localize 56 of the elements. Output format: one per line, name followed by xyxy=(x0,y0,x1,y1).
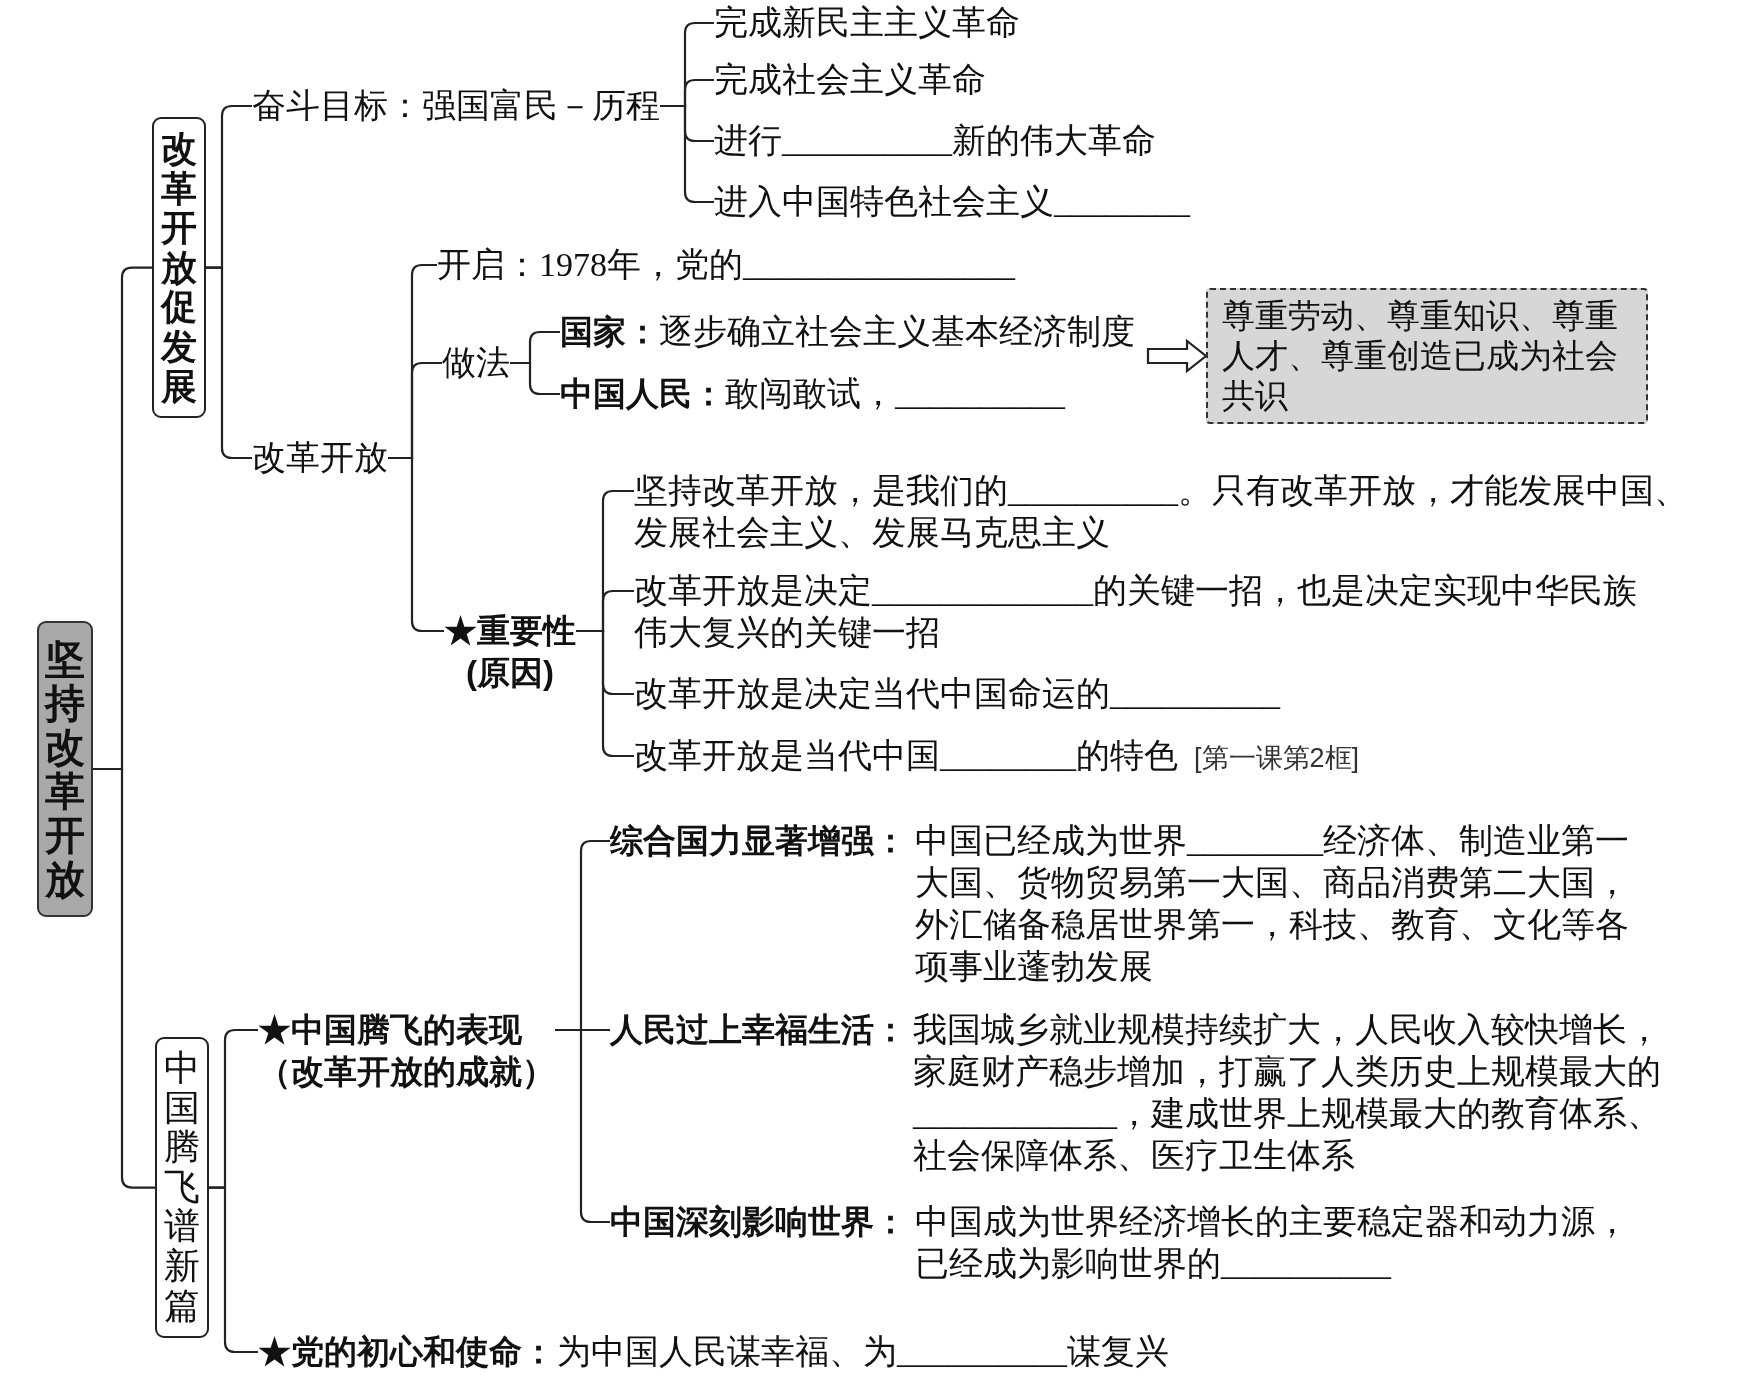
heading-text: ★党的初心和使命： xyxy=(258,1332,555,1372)
source-note: [第一课第2框] xyxy=(1194,742,1360,775)
branch-text: 改革开放是决定当代中国命运的__________ xyxy=(634,673,1280,715)
heading-text: 国家： xyxy=(560,312,659,352)
branch-text: 改革开放是当代中国________的特色 xyxy=(634,736,1178,776)
subheading-text: (原因) xyxy=(465,653,555,693)
branch-text: 改革开放是决定_____________的关键一招，也是决定实现中华民族伟大复兴的关键一招 xyxy=(634,570,1654,654)
fill-in-line: ____________ xyxy=(913,1095,1117,1132)
body-text: 我国城乡就业规模持续扩大，人民收入较快增长，家庭财产稳步增加，打赢了人类历史上规模最大的____________，建成世界上规模最大的教育体系、社会保障体系、医疗卫生体系 xyxy=(913,1010,1662,1176)
subtopic-box xyxy=(155,1037,209,1339)
fill-in-line: ________ xyxy=(1187,822,1323,859)
hollow-arrow xyxy=(1146,338,1208,374)
branch-text: 坚持改革开放，是我们的__________。只有改革开放，才能发展中国、发展社会主义、发展马克思主义 xyxy=(634,470,1709,554)
branch-text: 进行__________新的伟大革命 xyxy=(714,120,1156,162)
branch-text: 奋斗目标：强国富民－历程 xyxy=(252,85,660,127)
fill-in-line: __________ xyxy=(895,375,1065,412)
topic-box xyxy=(37,621,93,917)
note-text: 尊重劳动、尊重知识、尊重人才、尊重创造已成为社会共识 xyxy=(1222,297,1619,416)
heading-text: 综合国力显著增强： xyxy=(610,821,907,861)
heading-text: ★中国腾飞的表现 xyxy=(258,1010,523,1050)
fill-in-line: _____________ xyxy=(872,572,1093,609)
bracket-line xyxy=(93,767,155,1189)
fill-in-line: __________ xyxy=(1221,1245,1391,1282)
subtopic-box xyxy=(152,117,206,419)
fill-in-line: __________ xyxy=(897,1333,1067,1370)
subheading-text: （改革开放的成就） xyxy=(258,1052,555,1092)
bracket-line xyxy=(209,1186,258,1354)
branch-text: 开启：1978年，党的________________ xyxy=(437,244,1015,286)
bracket-line xyxy=(576,629,634,758)
heading-text: 中国深刻影响世界： xyxy=(610,1202,907,1242)
bracket-line xyxy=(660,104,714,204)
body-text: 敢闯敢试，__________ xyxy=(725,374,1065,414)
branch-text: 完成新民主主义革命 xyxy=(714,2,1020,44)
fill-in-line: ________ xyxy=(1054,183,1190,220)
heading-text: ★重要性 xyxy=(444,611,576,651)
fill-in-line: __________ xyxy=(782,122,952,159)
fill-in-line: ________ xyxy=(940,737,1076,774)
fill-in-line: ________________ xyxy=(743,246,1015,283)
branch-text: 完成社会主义革命 xyxy=(714,59,986,101)
subtopic-title: 中国腾飞谱新篇 xyxy=(164,1049,200,1327)
branch-text: 进入中国特色社会主义________ xyxy=(714,181,1190,223)
body-text: 中国成为世界经济增长的主要稳定器和动力源，已经成为影响世界的__________ xyxy=(915,1202,1630,1284)
heading-text: 中国人民： xyxy=(560,374,725,414)
subtopic-title: 改革开放促发展 xyxy=(161,129,197,407)
body-text: 逐步确立社会主义基本经济制度 xyxy=(659,312,1135,352)
body-text: 为中国人民谋幸福、为__________谋复兴 xyxy=(557,1332,1169,1372)
topic-title: 坚持改革开放 xyxy=(45,637,85,901)
branch-text: 做法 xyxy=(442,342,510,384)
body-text: 中国已经成为世界________经济体、制造业第一大国、货物贸易第一大国、商品消费第二大国，外汇储备稳居世界第一，科技、教育、文化等各项事业蓬勃发展 xyxy=(915,821,1630,987)
branch-text: 改革开放 xyxy=(252,437,388,479)
fill-in-line: __________ xyxy=(1008,472,1178,509)
fill-in-line: __________ xyxy=(1110,675,1280,712)
bracket-line xyxy=(388,456,444,633)
bracket-line xyxy=(206,266,252,460)
heading-text: 人民过上幸福生活： xyxy=(610,1010,907,1050)
note-box xyxy=(1206,288,1648,424)
